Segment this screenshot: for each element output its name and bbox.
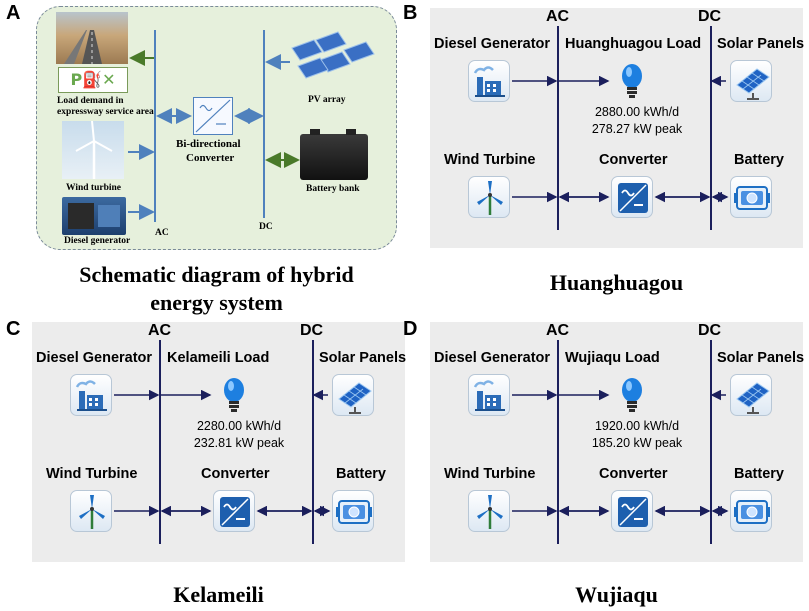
converter-icon[interactable] bbox=[213, 490, 255, 532]
converter-label: Converter bbox=[599, 466, 668, 482]
ac-bus-label: AC bbox=[546, 8, 570, 25]
converter-label-1: Bi-directional bbox=[176, 138, 241, 150]
road-icon bbox=[64, 30, 102, 64]
wind-turbine-icon[interactable] bbox=[468, 176, 510, 218]
load-bulb-icon[interactable] bbox=[213, 374, 255, 416]
converter-label-2: Converter bbox=[186, 152, 235, 164]
solar-panel-icon[interactable] bbox=[730, 374, 772, 416]
converter-schematic-icon bbox=[195, 99, 231, 133]
converter-box bbox=[193, 97, 233, 135]
pv-array-photo bbox=[290, 30, 378, 82]
connection-arrows bbox=[114, 389, 331, 517]
load-energy-value: 1920.00 kWh/d bbox=[594, 419, 680, 433]
battery-bank-label: Battery bank bbox=[306, 184, 360, 194]
wind-turbine-label: Wind Turbine bbox=[444, 152, 536, 168]
panel-d-system: AC DC Diesel Generator Wujiaqu Load Solar Pa… bbox=[430, 322, 805, 562]
load-bulb-icon[interactable] bbox=[611, 60, 653, 102]
dc-bus-line bbox=[312, 340, 314, 544]
turbine-icon bbox=[75, 120, 113, 179]
diesel-generator-label: Diesel Generator bbox=[434, 36, 551, 52]
dc-bus-label: DC bbox=[698, 322, 722, 339]
load-demand-label-1: Load demand in bbox=[57, 96, 124, 106]
battery-label: Battery bbox=[734, 152, 784, 168]
load-peak-value: 185.20 kW peak bbox=[591, 436, 683, 450]
sign-text: P⛽✕ bbox=[70, 70, 116, 89]
diesel-generator-icon[interactable] bbox=[468, 60, 510, 102]
ac-bus-line bbox=[557, 26, 559, 230]
pv-array-label: PV array bbox=[308, 95, 346, 105]
panel-d-caption: Wujiaqu bbox=[575, 582, 658, 607]
wind-turbine-label: Wind Turbine bbox=[444, 466, 536, 482]
ac-bus-line bbox=[159, 340, 161, 544]
wind-turbine-label: Wind Turbine bbox=[46, 466, 138, 482]
converter-icon[interactable] bbox=[611, 176, 653, 218]
service-area-sign: P⛽✕ bbox=[58, 67, 128, 93]
ac-bus-line bbox=[557, 340, 559, 544]
battery-icon[interactable] bbox=[730, 176, 772, 218]
diesel-generator-icon[interactable] bbox=[70, 374, 112, 416]
battery-label: Battery bbox=[734, 466, 784, 482]
connection-arrows bbox=[512, 389, 729, 517]
load-energy-value: 2880.00 kWh/d bbox=[594, 105, 680, 119]
expressway-photo bbox=[56, 12, 128, 64]
dc-bus-label: DC bbox=[698, 8, 722, 25]
diesel-generator-label: Diesel Generator bbox=[434, 350, 551, 366]
load-label: Kelameili Load bbox=[167, 350, 270, 366]
pv-panels-icon bbox=[291, 31, 375, 79]
solar-panels-label: Solar Panels bbox=[717, 350, 805, 366]
panel-a-caption-1: Schematic diagram of hybrid bbox=[79, 262, 354, 287]
diesel-generator-label: Diesel generator bbox=[64, 236, 131, 246]
diesel-generator-label: Diesel Generator bbox=[36, 350, 153, 366]
panel-a-letter: A bbox=[6, 2, 21, 24]
schematic-ac-label: AC bbox=[155, 228, 169, 238]
converter-label: Converter bbox=[201, 466, 270, 482]
panel-b-letter: B bbox=[403, 2, 418, 24]
solar-panel-icon[interactable] bbox=[730, 60, 772, 102]
load-label: Wujiaqu Load bbox=[565, 350, 660, 366]
panel-a-caption-2: energy system bbox=[150, 290, 283, 315]
load-demand-label-2: expressway service area bbox=[57, 107, 154, 117]
load-peak-value: 278.27 kW peak bbox=[591, 122, 683, 136]
solar-panels-label: Solar Panels bbox=[319, 350, 407, 366]
panel-c-system: AC DC Diesel Generator Kelameili Load Solar … bbox=[32, 322, 407, 562]
dc-bus-label: DC bbox=[300, 322, 324, 339]
panel-b-caption: Huanghuagou bbox=[549, 270, 684, 295]
battery-icon[interactable] bbox=[332, 490, 374, 532]
converter-icon[interactable] bbox=[611, 490, 653, 532]
solar-panels-label: Solar Panels bbox=[717, 36, 805, 52]
wind-turbine-icon[interactable] bbox=[468, 490, 510, 532]
solar-panel-icon[interactable] bbox=[332, 374, 374, 416]
connection-arrows bbox=[512, 75, 729, 203]
load-energy-value: 2280.00 kWh/d bbox=[196, 419, 282, 433]
diesel-generator-photo bbox=[62, 197, 126, 235]
wind-turbine-label: Wind turbine bbox=[66, 183, 121, 193]
battery-label: Battery bbox=[336, 466, 386, 482]
load-bulb-icon[interactable] bbox=[611, 374, 653, 416]
battery-icon[interactable] bbox=[730, 490, 772, 532]
diesel-generator-icon[interactable] bbox=[468, 374, 510, 416]
panel-d-letter: D bbox=[403, 318, 418, 340]
dc-bus-line bbox=[710, 26, 712, 230]
panel-c-caption: Kelameili bbox=[173, 582, 264, 607]
generator-icon bbox=[68, 203, 120, 229]
load-label: Huanghuagou Load bbox=[565, 36, 702, 52]
ac-bus-label: AC bbox=[546, 322, 570, 339]
schematic-dc-label: DC bbox=[259, 222, 273, 232]
dc-bus-line bbox=[710, 340, 712, 544]
wind-turbine-photo bbox=[62, 120, 124, 179]
panel-b-system: AC DC Diesel Generator Huanghuagou Load Sola… bbox=[430, 8, 805, 248]
converter-label: Converter bbox=[599, 152, 668, 168]
battery-bank-photo bbox=[300, 129, 368, 180]
wind-turbine-icon[interactable] bbox=[70, 490, 112, 532]
ac-bus-label: AC bbox=[148, 322, 172, 339]
load-peak-value: 232.81 kW peak bbox=[193, 436, 285, 450]
panel-c-letter: C bbox=[6, 318, 21, 340]
